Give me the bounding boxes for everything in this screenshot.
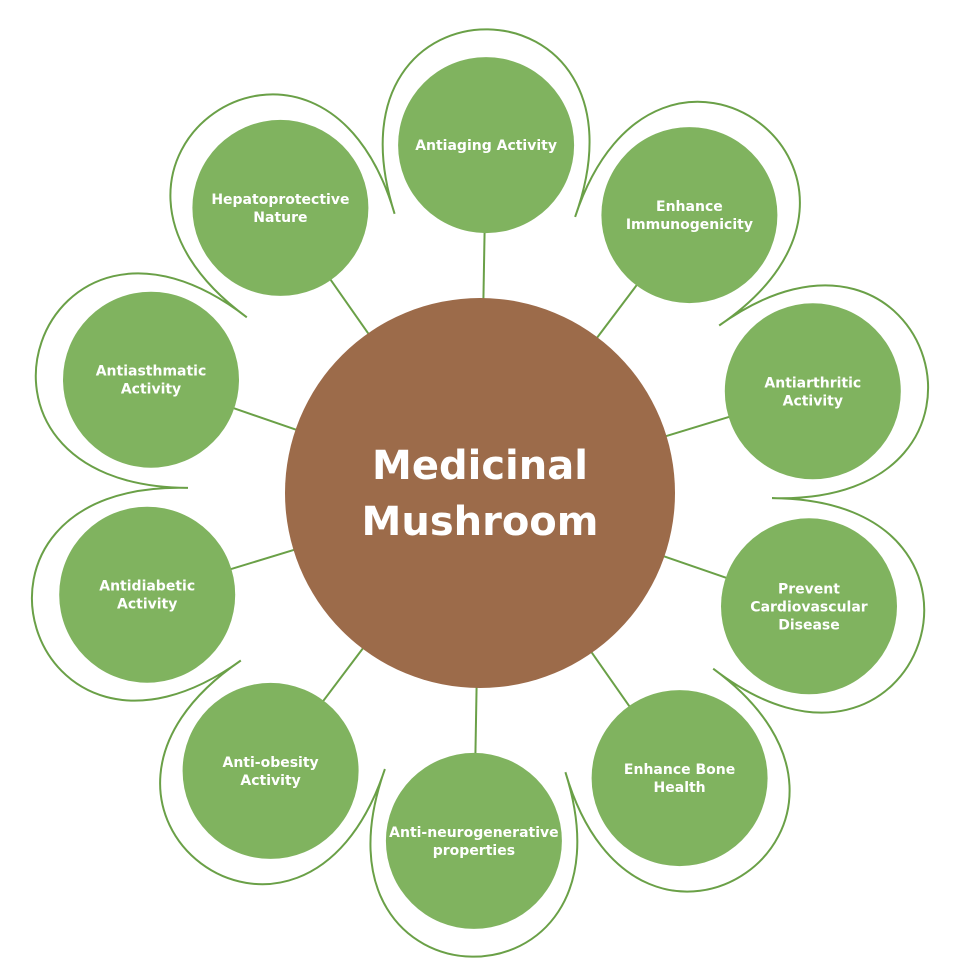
node-label-line: Enhance xyxy=(656,199,723,215)
connector-line xyxy=(589,650,632,709)
node-circle xyxy=(63,291,239,468)
connector-line xyxy=(231,406,298,432)
node-circle xyxy=(721,518,897,695)
center-title-line: Mushroom xyxy=(362,499,599,545)
connector-line xyxy=(595,283,639,340)
connector-line xyxy=(321,646,365,703)
connector-line xyxy=(229,548,296,571)
node-label-line: Antiasthmatic xyxy=(96,364,207,380)
node-label-line: Activity xyxy=(240,773,300,789)
node-circle xyxy=(385,752,562,929)
node-label-line: Health xyxy=(654,780,706,796)
node-label-line: Cardiovascular xyxy=(750,599,867,615)
connector-line xyxy=(664,415,731,438)
node-label-line: Antiaging Activity xyxy=(415,138,557,154)
node-circle xyxy=(601,127,778,304)
connector-line xyxy=(328,277,371,336)
node-label-line: Anti-obesity xyxy=(222,755,318,771)
node-label-line: Activity xyxy=(117,597,177,613)
node-label-line: Activity xyxy=(783,393,843,409)
node-label-line: properties xyxy=(433,843,515,859)
connector-line xyxy=(474,685,478,756)
node-circle xyxy=(724,303,901,480)
node-label-line: Enhance Bone xyxy=(624,762,735,778)
node-antiaging: Antiaging Activity xyxy=(398,57,575,234)
node-label: Antiaging Activity xyxy=(415,138,557,154)
node-label-line: Antidiabetic xyxy=(99,579,195,595)
center-circle xyxy=(285,298,675,688)
node-circle xyxy=(182,682,359,859)
connector-line xyxy=(662,554,729,580)
node-label-line: Immunogenicity xyxy=(626,217,753,233)
node-circle xyxy=(398,57,575,234)
node-label-line: Antiarthritic xyxy=(764,375,861,391)
connector-line xyxy=(482,230,486,301)
connector-lines xyxy=(229,230,731,756)
node-label-line: Activity xyxy=(121,382,181,398)
node-circle xyxy=(192,119,369,296)
node-label-line: Nature xyxy=(253,210,307,226)
node-label: Anti-neurogenerative properties xyxy=(389,825,559,859)
node-circle xyxy=(591,690,768,867)
node-label-line: Hepatoprotective xyxy=(211,192,349,208)
node-label-line: Anti-neurogenerative xyxy=(389,825,559,841)
node-label-line: Prevent xyxy=(778,581,840,597)
node-circle xyxy=(59,506,236,683)
center-title-line: Medicinal xyxy=(372,443,588,489)
node-anti-neurogenerative: Anti-neurogenerative properties xyxy=(385,752,562,929)
node-label-line: Disease xyxy=(778,617,840,633)
